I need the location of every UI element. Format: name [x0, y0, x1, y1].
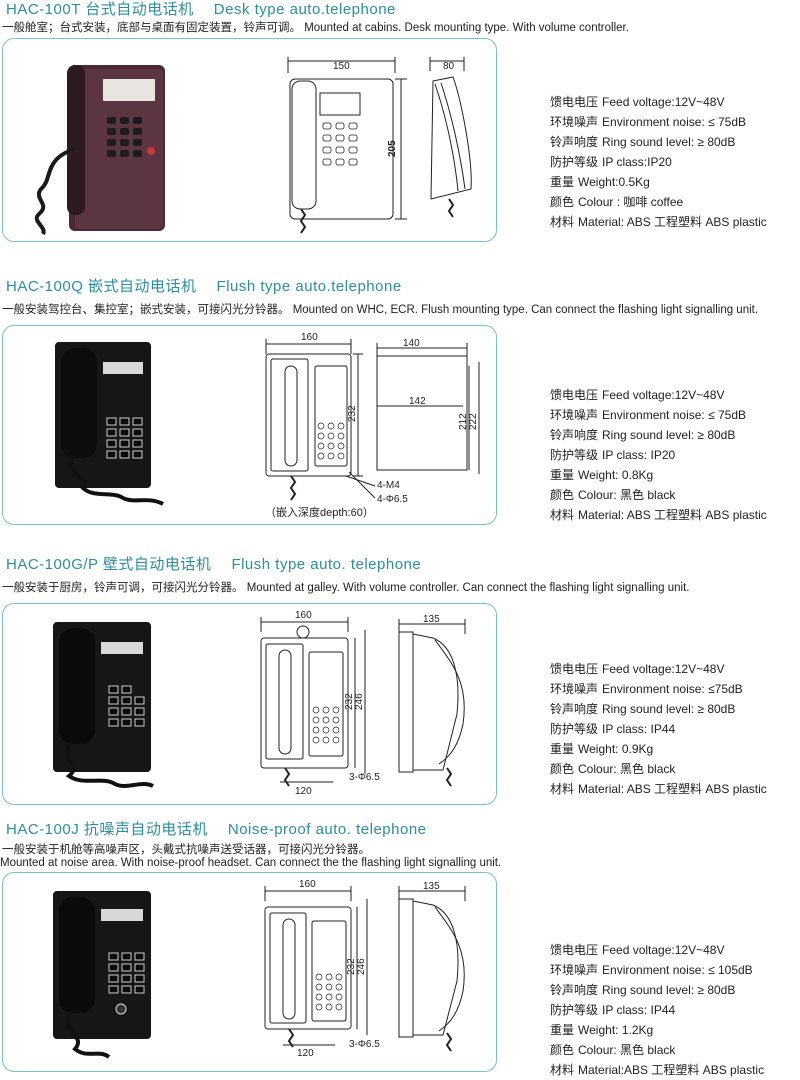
- drawing-panel: 160 232 246 120 3-Φ6.5 135: [2, 872, 497, 1072]
- drawing-svg: 160 232 140 142 212 222 4-M4 4-Φ6.5 （嵌入深…: [55, 332, 480, 519]
- drawing-svg: 150 205 80: [34, 57, 472, 235]
- product-description-en: Mounted at noise area. With noise-proof …: [0, 857, 502, 869]
- product-description: 一般安装于厨房，铃声可调，可接闪光分铃器。 Mounted at galley.…: [2, 582, 690, 594]
- hole-spec: 3-Φ6.5: [349, 772, 380, 783]
- side-view-drawing: [429, 57, 472, 218]
- dim-inner-width: 142: [409, 396, 426, 407]
- hole-spec: 3-Φ6.5: [349, 1039, 380, 1050]
- dim-height: 232: [344, 693, 355, 710]
- title-en: Flush type auto.telephone: [216, 278, 402, 295]
- front-view-drawing: [265, 339, 376, 501]
- side-view-drawing: [398, 886, 466, 1052]
- dim-width: 160: [301, 332, 318, 343]
- dim-width: 150: [333, 61, 350, 72]
- product-section-hac-100q: HAC-100Q 嵌式自动电话机 Flush type auto.telephon…: [0, 275, 800, 530]
- drawing-svg: 160 232 246 120 3-Φ6.5 135: [53, 610, 466, 797]
- drawing-svg: 160 232 246 120 3-Φ6.5 135: [53, 879, 466, 1059]
- title-en: Noise-proof auto. telephone: [227, 821, 427, 838]
- dim-outer-height: 222: [468, 413, 479, 430]
- dim-overall-height: 246: [356, 958, 367, 975]
- dim-depth: 80: [443, 61, 455, 72]
- title-cn: HAC-100Q 嵌式自动电话机: [6, 278, 197, 295]
- desk-phone-photo: [34, 65, 165, 235]
- dim-height: 232: [346, 958, 357, 975]
- dim-depth: 135: [423, 881, 440, 892]
- dim-width: 160: [295, 610, 312, 621]
- product-description: 一般安装于机舱等高噪声区，头戴式抗噪声送受话器，可接闪光分铃器。: [2, 844, 370, 856]
- product-section-hac-100t: HAC-100T 台式自动电话机 Desk type auto.telephone…: [0, 0, 800, 245]
- dim-inner-height: 212: [458, 413, 469, 430]
- title-cn: HAC-100T 台式自动电话机: [6, 1, 194, 18]
- front-view-drawing: [264, 886, 368, 1048]
- dim-hole-spacing: 120: [295, 786, 312, 797]
- drawing-panel: 150 205 80: [2, 38, 497, 242]
- title-cn: HAC-100G/P 壁式自动电话机: [6, 556, 212, 573]
- product-description: 一般舱室；台式安装，底部与桌面有固定装置，铃声可调。 Mounted at ca…: [2, 22, 629, 34]
- hole-spec: 4-Φ6.5: [377, 494, 408, 505]
- screw-spec: 4-M4: [377, 480, 400, 491]
- title-en: Desk type auto.telephone: [213, 1, 396, 18]
- title-cn: HAC-100J 抗噪声自动电话机: [6, 821, 208, 838]
- dim-depth: 135: [423, 614, 440, 625]
- product-title: HAC-100J 抗噪声自动电话机 Noise-proof auto. telep…: [6, 818, 427, 839]
- dim-width: 160: [299, 879, 316, 890]
- dim-height: 232: [347, 405, 358, 422]
- product-section-hac-100gp: HAC-100G/P 壁式自动电话机 Flush type auto. telep…: [0, 553, 800, 808]
- dim-overall-height: 246: [354, 693, 365, 710]
- product-title: HAC-100G/P 壁式自动电话机 Flush type auto. telep…: [6, 553, 421, 574]
- dim-hole-spacing: 120: [297, 1048, 314, 1059]
- product-section-hac-100j: HAC-100J 抗噪声自动电话机 Noise-proof auto. telep…: [0, 818, 800, 1077]
- dim-depth: 140: [403, 338, 420, 349]
- title-en: Flush type auto. telephone: [231, 556, 422, 573]
- wall-phone-photo: [53, 622, 154, 788]
- noise-proof-phone-photo: [53, 891, 151, 1059]
- dim-height: 205: [387, 140, 398, 157]
- flush-phone-photo: [55, 342, 164, 506]
- drawing-panel: 160 232 140 142 212 222 4-M4 4-Φ6.5 （嵌入深…: [2, 325, 497, 525]
- side-view-drawing: [376, 343, 480, 474]
- side-view-drawing: [398, 619, 466, 787]
- front-view-drawing: [260, 617, 366, 787]
- product-title: HAC-100Q 嵌式自动电话机 Flush type auto.telephon…: [6, 275, 402, 296]
- product-description: 一般安装驾控台、集控室；嵌式安装，可接闪光分铃器。 Mounted on WHC…: [2, 304, 759, 316]
- drawing-panel: 160 232 246 120 3-Φ6.5 135: [2, 603, 497, 805]
- front-view-drawing: [287, 57, 407, 234]
- product-title: HAC-100T 台式自动电话机 Desk type auto.telephone: [6, 0, 396, 19]
- depth-note: （嵌入深度depth:60）: [265, 505, 374, 519]
